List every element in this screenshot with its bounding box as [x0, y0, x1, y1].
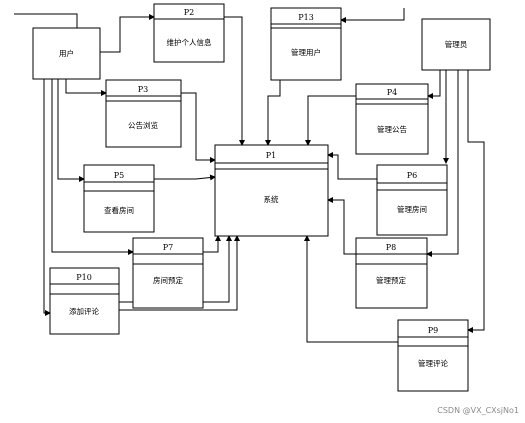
process-p3-id: P3 [138, 85, 148, 94]
process-p2: P2 维护个人信息 [153, 3, 225, 63]
process-p7: P7 房间预定 [132, 237, 204, 309]
edge-admin-p8 [426, 70, 459, 257]
edge-user-p10 [43, 79, 51, 316]
entity-admin-label: 管理员 [445, 39, 468, 49]
process-p2-label: 维护个人信息 [167, 37, 212, 47]
process-p1: P1 系统 [214, 144, 329, 237]
process-p9: P9 管理评论 [397, 319, 469, 392]
process-p7-id: P7 [163, 243, 173, 252]
edge-top-left [14, 13, 78, 28]
process-p3-label: 公告浏览 [128, 120, 158, 130]
edge-p10-up [119, 235, 240, 311]
edge-admin-p4 [427, 70, 441, 99]
process-p8-label: 管理预定 [376, 275, 406, 285]
entity-user: 用户 [32, 27, 101, 80]
edge-p5-p1 [154, 174, 216, 181]
process-p10: P10 添加评论 [49, 267, 120, 335]
process-p13-label: 管理用户 [291, 47, 321, 57]
process-p8: P8 管理预定 [355, 237, 428, 309]
process-p13: P13 管理用户 [270, 7, 342, 81]
process-p9-label: 管理评论 [418, 358, 448, 368]
process-p1-id: P1 [266, 151, 276, 160]
watermark: CSDN @VX_CXsjNo1 [437, 406, 519, 415]
edge-p3-p1 [181, 92, 216, 163]
process-p7-label: 房间预定 [153, 275, 183, 285]
process-p3: P3 公告浏览 [105, 79, 182, 148]
edge-user-p7 [51, 79, 134, 255]
process-p6: P6 管理房间 [376, 164, 448, 236]
edge-user-p5 [57, 79, 85, 182]
edge-p9-p1 [304, 235, 398, 343]
edge-user-p2 [100, 14, 155, 53]
process-p4-label: 管理公告 [377, 124, 407, 134]
edge-admin-p13 [340, 8, 405, 23]
edge-admin-p9 [467, 70, 485, 333]
edge-p4-p1 [305, 95, 356, 146]
process-p8-id: P8 [386, 243, 396, 252]
entity-user-label: 用户 [59, 48, 74, 58]
edge-p13-p1 [265, 80, 281, 146]
process-p2-id: P2 [184, 8, 194, 17]
process-p1-label: 系统 [264, 194, 279, 204]
process-p6-id: P6 [407, 171, 417, 180]
edge-p8-p1 [327, 197, 356, 255]
process-p10-label: 添加评论 [69, 306, 99, 316]
edge-user-p3 [65, 79, 107, 96]
process-p9-id: P9 [428, 326, 438, 335]
edge-p2-p1 [224, 16, 245, 146]
process-p10-id: P10 [76, 273, 92, 282]
edge-p6-p1 [327, 152, 377, 180]
process-p6-label: 管理房间 [397, 204, 427, 214]
process-p5-label: 查看房间 [104, 205, 134, 215]
edge-p7-p1 [203, 235, 221, 253]
process-p4-id: P4 [387, 88, 397, 97]
process-p5-id: P5 [114, 171, 124, 180]
entity-admin: 管理员 [421, 18, 491, 71]
process-p5: P5 查看房间 [83, 164, 155, 233]
process-p4: P4 管理公告 [355, 83, 429, 155]
process-p13-id: P13 [298, 13, 314, 22]
